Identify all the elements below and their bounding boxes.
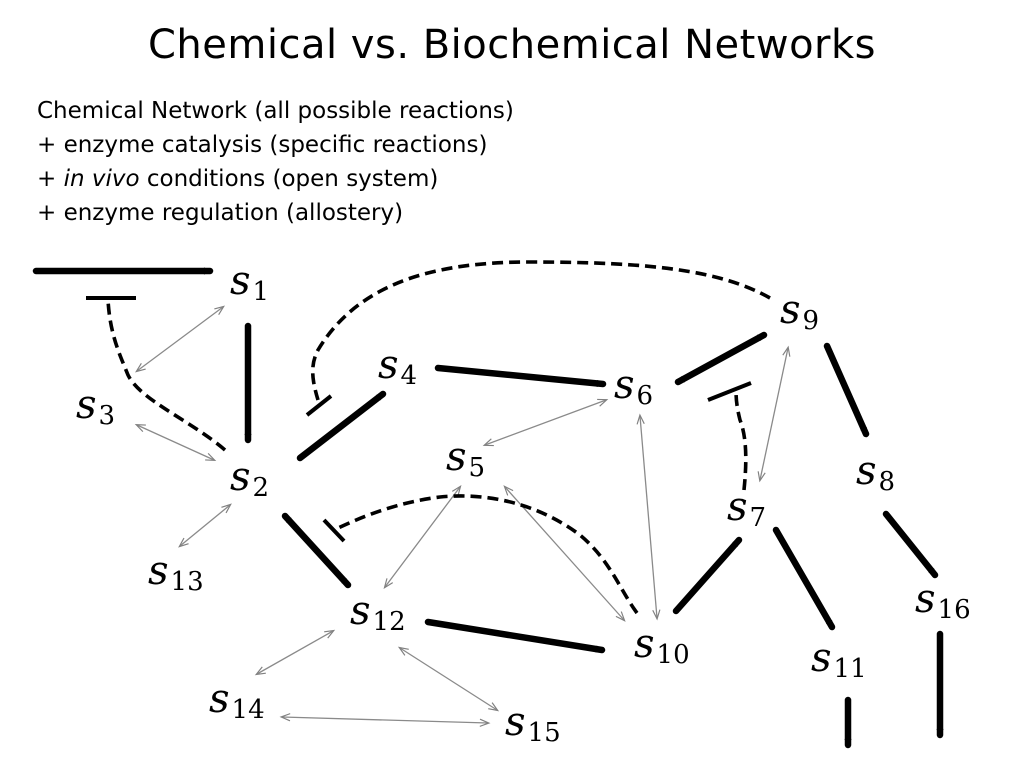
species-s1: s1 [230, 258, 269, 307]
species-s4: s4 [378, 342, 417, 391]
bullet-item: + enzyme regulation (allostery) [37, 200, 404, 226]
chem-edge-s9-s7 [757, 345, 791, 483]
species-s9: s9 [780, 287, 819, 336]
enz-edge-s12-s10 [424, 618, 606, 654]
enz-edge-s2-s4 [296, 390, 387, 462]
species-s2: s2 [230, 454, 269, 503]
regulation-s7-s9s6 [734, 389, 748, 491]
species-nodes: s1 s2 s3 s4 s5 s6 s7 s8 s9 s10 s11 s12 s13 s14 s15 s16 [76, 258, 971, 748]
chem-edge-s14-s15 [279, 713, 491, 727]
enzymatic-reactions [32, 267, 944, 749]
bullet-emphasis: in vivo [63, 166, 140, 192]
species-s3: s3 [76, 382, 115, 431]
regulation-lines [106, 260, 771, 615]
species-s11: s11 [811, 635, 867, 684]
inhibition-bar [707, 381, 752, 402]
species-s12: s12 [350, 588, 406, 637]
chem-edge-s6-s10 [636, 413, 661, 621]
species-s15: s15 [505, 699, 561, 748]
inhibition-bar [322, 518, 346, 543]
bullet-item: Chemical Network (all possible reactions… [37, 98, 514, 124]
regulation-s9-s2s4 [310, 260, 771, 401]
species-s5: s5 [446, 434, 485, 483]
inhibition-bar [305, 394, 333, 417]
chem-edge-s12-s14 [254, 629, 336, 676]
enz-edge-s4-s6 [434, 364, 607, 388]
enz-edge-s2-s12 [281, 512, 352, 589]
species-s6: s6 [614, 362, 653, 411]
bullet-suffix: conditions (open system) [139, 166, 439, 192]
chem-edge-s3-s2 [134, 423, 217, 462]
species-s13: s13 [148, 548, 204, 597]
species-s7: s7 [727, 484, 766, 533]
species-s10: s10 [634, 621, 690, 670]
enz-edge-s9-s8 [823, 342, 870, 438]
chem-edge-s5-s10 [503, 485, 626, 622]
slide-title: Chemical vs. Biochemical Networks [148, 22, 876, 68]
chem-edge-s6-s5 [482, 398, 609, 447]
enz-edge-s9-s6 [674, 331, 768, 386]
species-s14: s14 [209, 676, 265, 725]
chem-edge-s3-s1 [135, 305, 225, 373]
bullet-list: Chemical Network (all possible reactions… [37, 94, 514, 230]
regulation-s2-input [106, 299, 227, 452]
chem-edge-s12-s15 [397, 646, 500, 712]
species-s8: s8 [856, 448, 895, 497]
regulation-s10-s2s12 [333, 494, 639, 615]
enz-edge-s10-s7 [672, 536, 743, 615]
species-s16: s16 [915, 576, 971, 625]
enz-edge-s8-s16 [882, 510, 939, 579]
bullet-item: + in vivo conditions (open system) [37, 162, 514, 196]
chem-edge-s5-s12 [383, 485, 462, 589]
chem-edge-s2-s13 [178, 503, 232, 548]
bullet-prefix: + [37, 166, 64, 192]
enz-edge-s7-s11 [772, 526, 836, 631]
bullet-item: + enzyme catalysis (specific reactions) [37, 132, 488, 158]
chemical-reactions [134, 305, 791, 727]
